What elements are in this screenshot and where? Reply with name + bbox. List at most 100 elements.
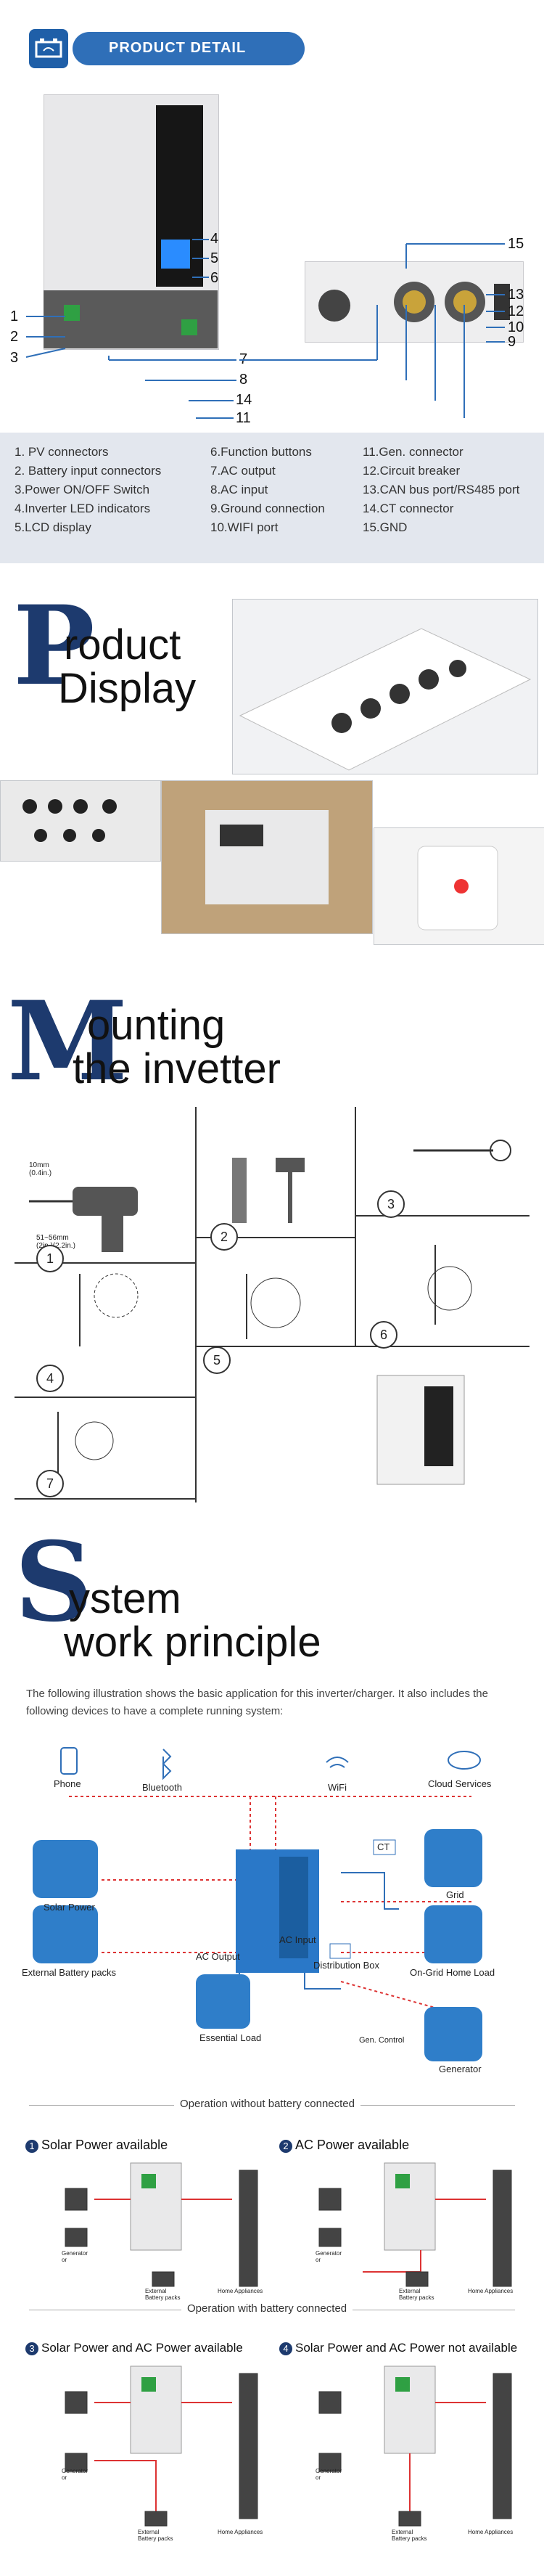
- mini-battery-1: External Battery packs: [145, 2288, 181, 2301]
- legend-item: 15.GND: [363, 520, 408, 534]
- step-4: 4: [36, 1365, 64, 1392]
- callout-10: 10: [508, 319, 524, 335]
- mounting-line1: ounting: [87, 1002, 226, 1049]
- header-bar: [73, 32, 305, 65]
- callout-15: 15: [508, 236, 524, 252]
- system-diagram: [60, 1747, 481, 2019]
- product-display-letter: P: [13, 582, 95, 710]
- callout-6: 6: [210, 270, 219, 286]
- callout-8: 8: [239, 372, 248, 388]
- system-line2: work principle: [64, 1619, 321, 1666]
- legend-item: 12.Circuit breaker: [363, 464, 461, 478]
- inverter-rear-image: [305, 261, 524, 343]
- mounting-line2: the invetter: [73, 1045, 281, 1092]
- mini-generator-2: Generator or: [316, 2250, 342, 2263]
- ongrid-label: On-Grid Home Load: [410, 1967, 495, 1978]
- legend-col-2: 6.Function buttons 7.AC output 8.AC inpu…: [210, 443, 363, 537]
- callout-3: 3: [10, 350, 19, 366]
- mini-battery-4: External Battery packs: [392, 2529, 427, 2542]
- grid-label: Grid: [446, 1889, 464, 1900]
- step-5: 5: [203, 1346, 231, 1374]
- solar-label: Solar Power: [44, 1902, 95, 1913]
- with-battery-title: Operation with battery connected: [181, 2302, 353, 2315]
- legend-item: 1. PV connectors: [15, 445, 109, 459]
- step-1: 1: [36, 1245, 64, 1272]
- pv-terminal: [64, 305, 80, 321]
- panel-number: 1: [25, 2140, 38, 2153]
- grid-node: [424, 1829, 482, 1887]
- mini-home-3: Home Appliances: [218, 2529, 263, 2535]
- ct-label: CT: [377, 1841, 390, 1852]
- legend-item: 2. Battery input connectors: [15, 464, 162, 478]
- page-title: PRODUCT DETAIL: [109, 40, 247, 56]
- mini-home-2: Home Appliances: [468, 2288, 514, 2294]
- connector-legend: 1. PV connectors 2. Battery input connec…: [0, 433, 544, 563]
- step-7: 7: [36, 1470, 64, 1497]
- legend-item: 13.CAN bus port/RS485 port: [363, 483, 520, 496]
- mini-generator-1: Generator or: [62, 2250, 88, 2263]
- system-intro: The following illustration shows the bas…: [26, 1688, 488, 1717]
- mini-home-1: Home Appliances: [218, 2288, 263, 2294]
- phone-label: Phone: [54, 1778, 81, 1789]
- essential-label: Essential Load: [199, 2032, 262, 2043]
- bluetooth-label: Bluetooth: [142, 1782, 182, 1793]
- inverter-photo-side: [232, 599, 538, 774]
- mounting-letter: M: [7, 978, 128, 1105]
- operation-diagrams-top: [65, 2162, 512, 2287]
- connector-closeup-photo: [0, 780, 161, 862]
- legend-item: 6.Function buttons: [210, 445, 312, 459]
- panel-title-text: Solar Power and AC Power available: [41, 2341, 243, 2355]
- ac-terminal: [181, 319, 197, 335]
- callout-5: 5: [210, 250, 219, 266]
- callout-14: 14: [236, 392, 252, 408]
- callout-11: 11: [236, 410, 251, 426]
- legend-item: 4.Inverter LED indicators: [15, 502, 151, 515]
- battery-node: [33, 1905, 98, 1963]
- panel-number: 2: [279, 2140, 292, 2153]
- callout-9: 9: [508, 334, 516, 350]
- gen-control-label: Gen. Control: [359, 2036, 405, 2045]
- panel-title-text: AC Power available: [295, 2138, 410, 2152]
- inverter-wall-photo: [374, 827, 544, 945]
- mini-battery-3: External Battery packs: [138, 2529, 173, 2542]
- mini-home-4: Home Appliances: [468, 2529, 514, 2535]
- legend-item: 10.WIFI port: [210, 520, 279, 534]
- ac-input-label: AC Input: [279, 1934, 316, 1945]
- mini-generator-3: Generator or: [62, 2468, 88, 2481]
- mini-generator-4: Generator or: [316, 2468, 342, 2481]
- callout-4: 4: [210, 231, 219, 247]
- cloud-label: Cloud Services: [428, 1778, 492, 1789]
- battery-label: External Battery packs: [22, 1967, 117, 1978]
- step-3: 3: [377, 1190, 405, 1218]
- mini-battery-2: External Battery packs: [399, 2288, 434, 2301]
- legend-item: 8.AC input: [210, 483, 268, 496]
- legend-item: 9.Ground connection: [210, 502, 325, 515]
- legend-item: 3.Power ON/OFF Switch: [15, 483, 150, 496]
- legend-item: 11.Gen. connector: [363, 445, 463, 459]
- legend-item: 7.AC output: [210, 464, 276, 478]
- legend-item: 5.LCD display: [15, 520, 91, 534]
- ac-output-label: AC Output: [196, 1951, 240, 1962]
- callout-13: 13: [508, 287, 524, 303]
- packaging-photo: [161, 780, 373, 934]
- step-2: 2: [210, 1223, 238, 1251]
- callout-2: 2: [10, 329, 19, 345]
- wifi-label: WiFi: [328, 1782, 347, 1793]
- home-load-node: [424, 1905, 482, 1963]
- essential-load-node: [196, 1974, 250, 2029]
- operation-diagrams-bottom: [65, 2366, 512, 2527]
- callout-12: 12: [508, 303, 524, 319]
- callout-1: 1: [10, 308, 19, 324]
- system-letter: S: [15, 1518, 94, 1646]
- solar-power-node: [33, 1840, 98, 1898]
- battery-icon: [29, 29, 68, 68]
- step-6: 6: [370, 1321, 397, 1349]
- system-line1: ystem: [69, 1575, 181, 1622]
- lcd-display: [161, 240, 190, 269]
- product-display-line1: roduct: [64, 621, 181, 668]
- legend-item: 14.CT connector: [363, 502, 454, 515]
